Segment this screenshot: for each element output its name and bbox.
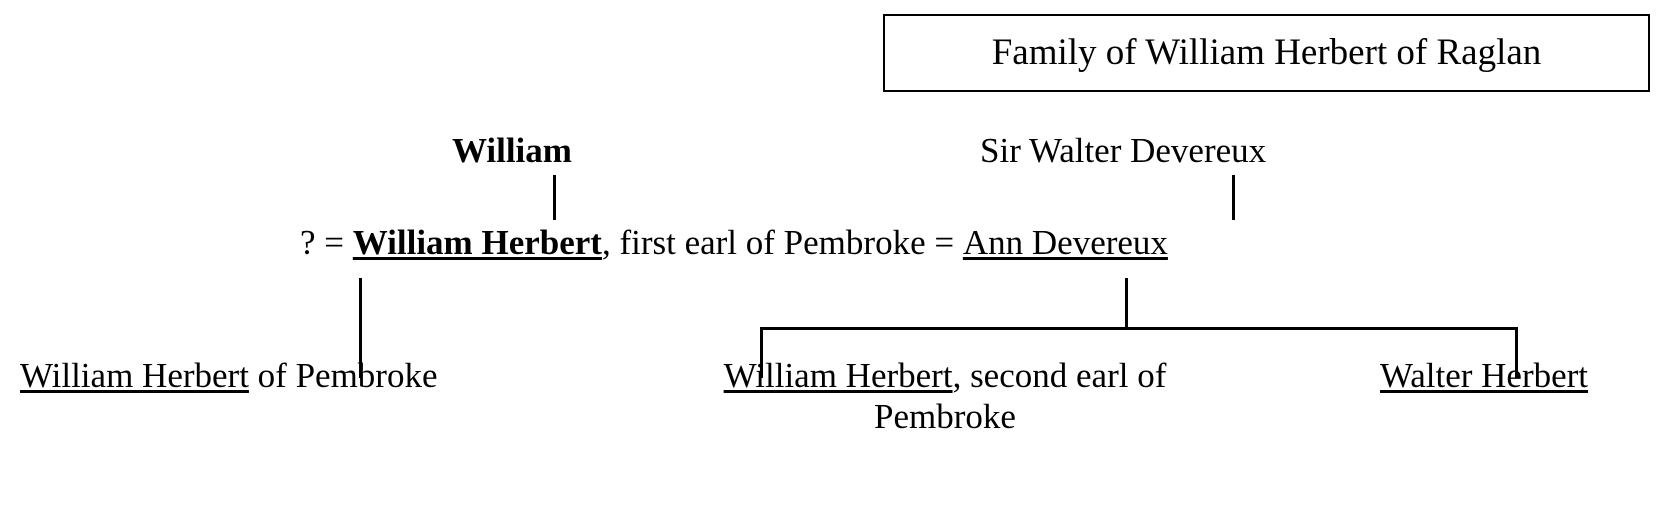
person-william: William: [452, 130, 572, 171]
marriage-equals-left: [316, 223, 325, 262]
marriage-equals-left-sign: =: [324, 223, 345, 262]
person-william-label: William: [452, 131, 572, 170]
marriage-equals-right-sign: =: [934, 223, 955, 262]
connector-unknown-union-to-child: [359, 278, 362, 378]
spouse-unknown-label: ?: [300, 223, 316, 262]
person-sir-walter-devereux: Sir Walter Devereux: [980, 130, 1266, 171]
marriage-row-william-herbert: ? = William Herbert, first earl of Pembr…: [300, 222, 1168, 263]
person-ann-devereux: Ann Devereux: [962, 223, 1168, 262]
person-william-herbert-of-pembroke: William Herbert of Pembroke: [20, 355, 438, 396]
person-walter-herbert: Walter Herbert: [1380, 355, 1588, 396]
person-sir-walter-devereux-label: Sir Walter Devereux: [980, 131, 1267, 170]
diagram-title-box: Family of William Herbert of Raglan: [883, 14, 1650, 92]
person-william-herbert-second-earl-name: William Herbert: [723, 356, 953, 395]
diagram-title-text: Family of William Herbert of Raglan: [991, 31, 1542, 73]
connector-union-to-bracket: [1125, 278, 1128, 328]
connector-sir-walter-to-ann-devereux: [1232, 175, 1235, 220]
person-william-herbert-second-earl: William Herbert, second earl of Pembroke: [660, 355, 1230, 438]
connector-bracket-to-second-earl: [760, 327, 763, 378]
connector-bracket-to-walter-herbert: [1515, 327, 1518, 378]
person-william-herbert-of-pembroke-suffix: of Pembroke: [248, 356, 438, 395]
person-william-herbert-first-earl-title: , first earl of Pembroke: [601, 223, 926, 262]
person-william-herbert-first-earl: William Herbert: [352, 223, 602, 262]
person-william-herbert-of-pembroke-name: William Herbert: [20, 356, 249, 395]
person-william-herbert-second-earl-suffix: , second earl of Pembroke: [874, 356, 1167, 437]
connector-william-to-william-herbert: [553, 175, 556, 220]
sibling-bracket-bar: [760, 327, 1515, 330]
person-walter-herbert-name: Walter Herbert: [1380, 356, 1589, 395]
